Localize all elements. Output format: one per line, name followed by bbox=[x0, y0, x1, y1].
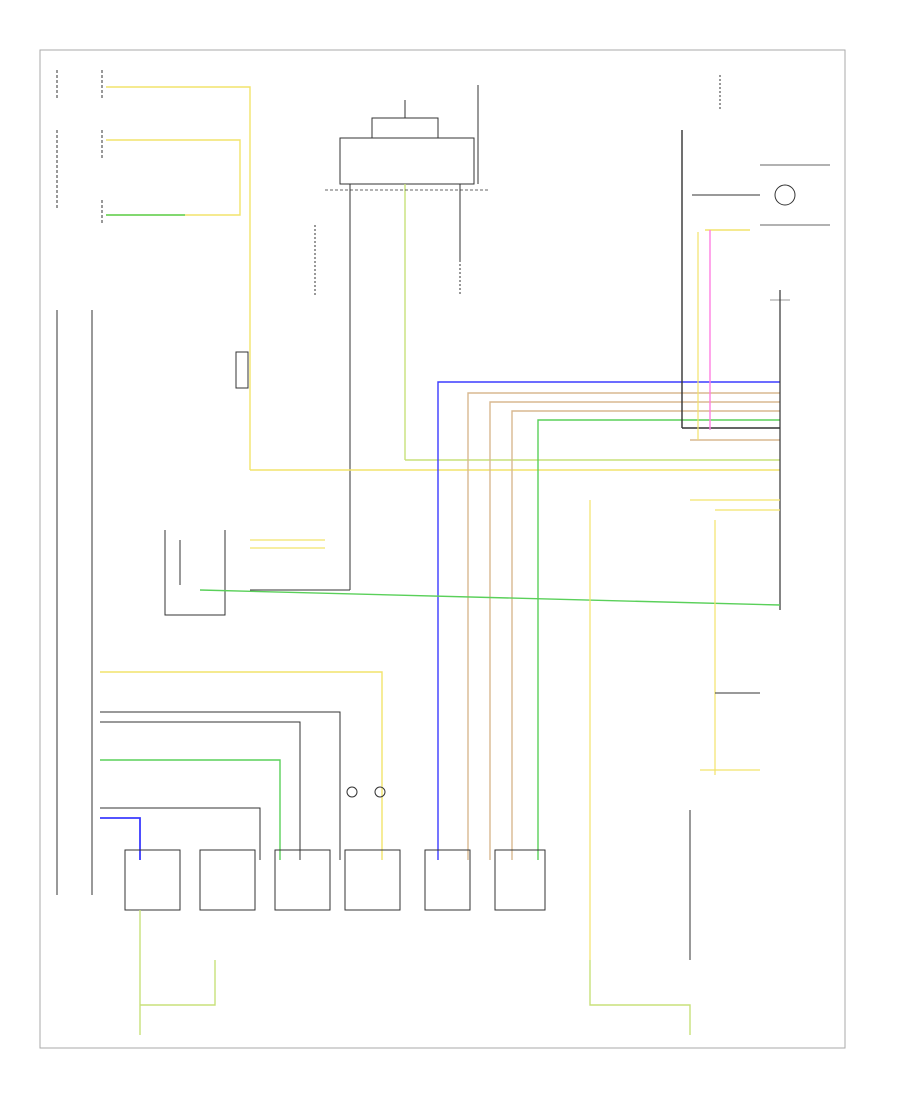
trailer-module-box bbox=[235, 351, 249, 389]
mid-left-switch bbox=[164, 530, 781, 616]
battery-symbol bbox=[774, 184, 796, 206]
right-top-power bbox=[681, 75, 830, 440]
diagram-border bbox=[39, 49, 846, 1049]
right-connector bbox=[770, 290, 790, 610]
top-center-module bbox=[314, 85, 488, 590]
center-wire-bundle bbox=[437, 381, 780, 860]
left-connector bbox=[56, 310, 93, 895]
center-control-module bbox=[339, 137, 475, 185]
top-left-power-feeds bbox=[56, 70, 251, 470]
bottom-switches bbox=[124, 786, 546, 911]
left-bottom-bus bbox=[100, 671, 383, 860]
bottom-grounds bbox=[139, 499, 780, 1035]
